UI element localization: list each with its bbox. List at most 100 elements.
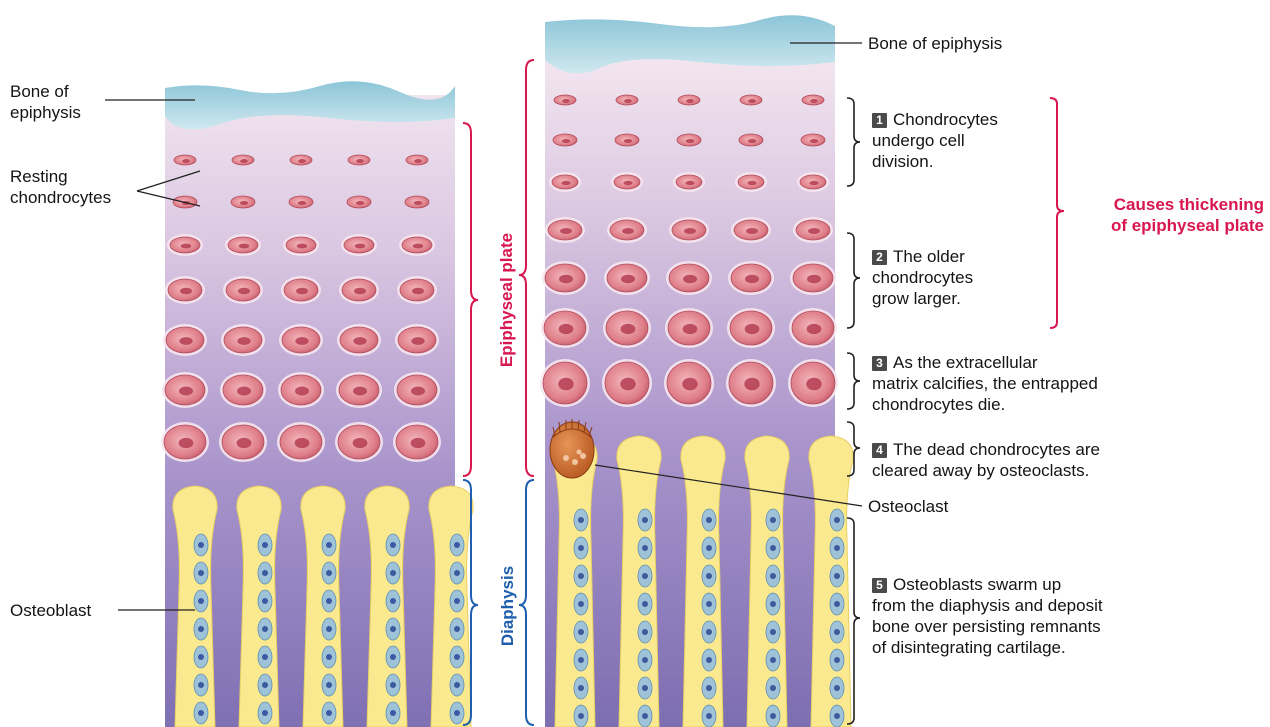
osteoblast-nucleus bbox=[770, 573, 776, 579]
osteoblast-nucleus bbox=[834, 545, 840, 551]
osteoblast-nucleus bbox=[706, 573, 712, 579]
osteoblast-nucleus bbox=[198, 542, 204, 548]
osteoblast-nucleus bbox=[578, 685, 584, 691]
chondrocyte bbox=[677, 134, 701, 146]
step-text: from the diaphysis and deposit bbox=[872, 595, 1103, 616]
chondrocyte bbox=[283, 234, 319, 256]
chondrocyte bbox=[221, 324, 265, 356]
chondrocyte bbox=[290, 155, 312, 165]
step-text: chondrocytes die. bbox=[872, 394, 1098, 415]
chondrocyte bbox=[225, 234, 261, 256]
osteoblast-nucleus bbox=[834, 517, 840, 523]
chondrocyte bbox=[406, 155, 428, 165]
chondrocyte bbox=[740, 95, 762, 105]
osteoblast-nucleus bbox=[198, 626, 204, 632]
osteoblast-nucleus bbox=[326, 570, 332, 576]
chondrocyte bbox=[231, 196, 255, 208]
chondrocyte bbox=[793, 217, 833, 243]
osteoblast-nucleus bbox=[642, 657, 648, 663]
causes-thickening-bracket bbox=[1050, 98, 1064, 328]
osteoblast-nucleus bbox=[262, 542, 268, 548]
chondrocyte bbox=[727, 308, 775, 348]
osteoblast-nucleus bbox=[706, 713, 712, 719]
label-line: Resting bbox=[10, 166, 111, 187]
step-number-badge: 4 bbox=[872, 443, 887, 458]
chondrocyte bbox=[540, 359, 590, 407]
epiphyseal-plate-bracket-right bbox=[519, 60, 534, 476]
osteoblast-nucleus bbox=[326, 710, 332, 716]
chondrocyte bbox=[341, 234, 377, 256]
osteoblast-nucleus bbox=[326, 682, 332, 688]
osteoblast-nucleus bbox=[706, 601, 712, 607]
chondrocyte bbox=[678, 95, 700, 105]
chondrocyte bbox=[405, 196, 429, 208]
osteoblast-nucleus bbox=[834, 629, 840, 635]
osteoblast-nucleus bbox=[454, 570, 460, 576]
osteoblast-nucleus bbox=[834, 601, 840, 607]
chondrocyte bbox=[788, 359, 838, 407]
chondrocyte bbox=[165, 276, 205, 304]
chondrocyte bbox=[232, 155, 254, 165]
chondrocyte bbox=[394, 372, 440, 408]
osteoblast-nucleus bbox=[326, 626, 332, 632]
label-resting-chondrocytes: Resting chondrocytes bbox=[10, 166, 111, 208]
chondrocyte bbox=[801, 134, 825, 146]
osteoblast-nucleus bbox=[770, 517, 776, 523]
chondrocyte bbox=[604, 261, 650, 295]
cause-line: of epiphyseal plate bbox=[1111, 215, 1264, 236]
chondrocyte bbox=[335, 422, 383, 462]
osteoblast-nucleus bbox=[578, 545, 584, 551]
step-text: chondrocytes bbox=[872, 267, 973, 288]
label-epiphyseal-plate: Epiphyseal plate bbox=[495, 230, 519, 370]
step-number-badge: 2 bbox=[872, 250, 887, 265]
chondrocyte bbox=[289, 196, 313, 208]
chondrocyte bbox=[399, 234, 435, 256]
osteoblast-nucleus bbox=[326, 598, 332, 604]
chondrocyte bbox=[223, 276, 263, 304]
chondrocyte bbox=[797, 172, 829, 192]
chondrocyte bbox=[739, 134, 763, 146]
osteoblast-nucleus bbox=[454, 626, 460, 632]
chondrocyte bbox=[339, 276, 379, 304]
chondrocyte bbox=[603, 308, 651, 348]
step-text: matrix calcifies, the entrapped bbox=[872, 373, 1098, 394]
osteoblast-nucleus bbox=[642, 629, 648, 635]
osteoblast-nucleus bbox=[326, 654, 332, 660]
osteoblast-nucleus bbox=[198, 710, 204, 716]
osteoblast-nucleus bbox=[578, 629, 584, 635]
chondrocyte bbox=[277, 422, 325, 462]
step-text: division. bbox=[872, 151, 998, 172]
chondrocyte bbox=[336, 372, 382, 408]
right-panel-tissue bbox=[540, 15, 853, 727]
chondrocyte bbox=[337, 324, 381, 356]
osteoblast-nucleus bbox=[454, 710, 460, 716]
chondrocyte bbox=[163, 324, 207, 356]
osteoblast-nucleus bbox=[706, 517, 712, 523]
osteoblast-nucleus bbox=[390, 682, 396, 688]
osteoblast-nucleus bbox=[454, 598, 460, 604]
osteoblast-nucleus bbox=[642, 573, 648, 579]
chondrocyte bbox=[726, 359, 776, 407]
osteoblast-nucleus bbox=[390, 598, 396, 604]
chondrocyte bbox=[731, 217, 771, 243]
step-4: 4The dead chondrocytes are cleared away … bbox=[872, 439, 1100, 481]
chondrocyte bbox=[220, 372, 266, 408]
step-number-badge: 5 bbox=[872, 578, 887, 593]
step-text: The older bbox=[893, 247, 965, 266]
osteoblast-nucleus bbox=[390, 654, 396, 660]
chondrocyte bbox=[395, 324, 439, 356]
osteoblast-nucleus bbox=[578, 517, 584, 523]
osteoblast-nucleus bbox=[642, 545, 648, 551]
label-line: Bone of bbox=[10, 81, 81, 102]
label-osteoclast: Osteoclast bbox=[868, 496, 948, 517]
chondrocyte bbox=[553, 134, 577, 146]
chondrocyte bbox=[666, 261, 712, 295]
osteoblast-nucleus bbox=[578, 657, 584, 663]
diaphysis-bracket-right bbox=[519, 480, 534, 725]
chondrocyte bbox=[735, 172, 767, 192]
osteoblast-nucleus bbox=[326, 542, 332, 548]
osteoblast-nucleus bbox=[578, 573, 584, 579]
step-1: 1Chondrocytes undergo cell division. bbox=[872, 109, 998, 172]
